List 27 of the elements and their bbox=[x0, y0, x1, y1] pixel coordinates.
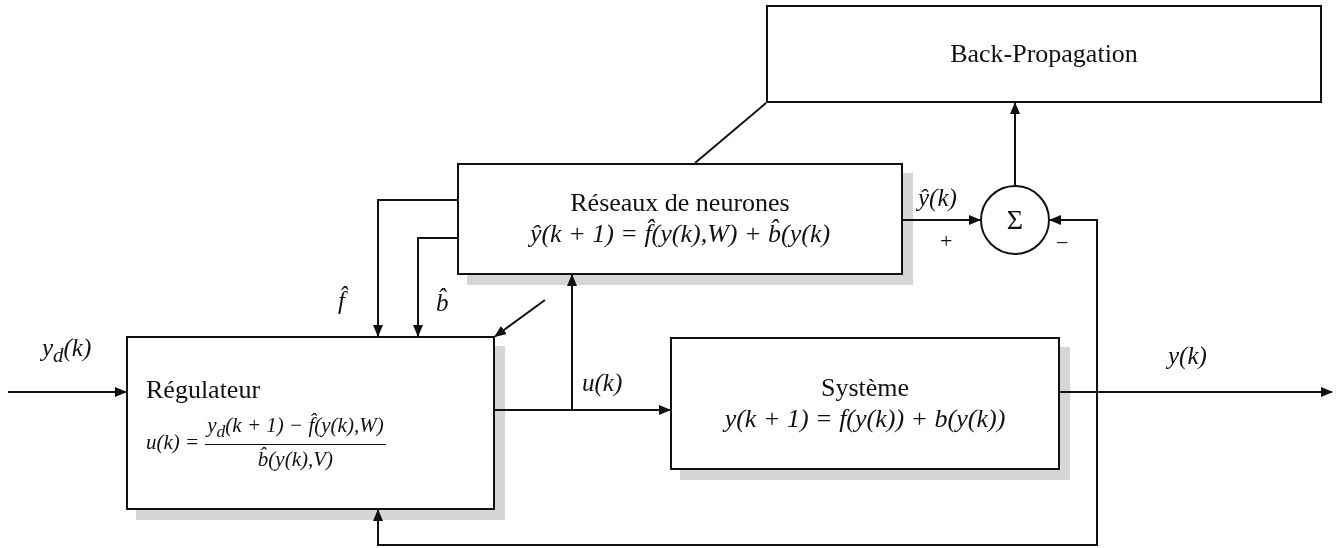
arrow bbox=[373, 199, 458, 337]
arrow bbox=[494, 299, 546, 338]
arrow bbox=[902, 215, 981, 225]
edge-label: ŷ(k) bbox=[918, 185, 957, 210]
block-title: Σ bbox=[1006, 203, 1024, 237]
edge-label: u(k) bbox=[582, 370, 623, 395]
equation-text: y(k + 1) = f(y(k)) + b(y(k)) bbox=[724, 402, 1006, 435]
arrow bbox=[1010, 102, 1020, 186]
edge-label: b̂ bbox=[436, 290, 449, 315]
block-title: Système bbox=[820, 371, 910, 403]
arrow bbox=[7, 387, 127, 397]
sign-label: + bbox=[940, 230, 953, 252]
sign-label: − bbox=[1056, 232, 1069, 254]
denominator-text: b̂(y(k),V) bbox=[257, 446, 334, 473]
arrow bbox=[413, 237, 458, 337]
edge-label: y$_{d}$(k) bbox=[42, 335, 92, 366]
block-title: Réseaux de neurones bbox=[570, 187, 790, 219]
block-title: Régulateur bbox=[146, 373, 261, 405]
block-title: Back-Propagation bbox=[950, 38, 1138, 70]
process-box bbox=[766, 5, 1322, 103]
equation-text: ŷ(k + 1) = f̂(y(k),W) + b̂(y(k) bbox=[529, 218, 831, 251]
arrow bbox=[494, 274, 577, 411]
edge-label: y(k) bbox=[1168, 343, 1207, 368]
arrow bbox=[1049, 215, 1098, 393]
numerator-text: y$_{d}$(k + 1) − f̂(y(k),W) bbox=[205, 413, 386, 446]
arrow bbox=[373, 391, 1098, 546]
equation-text: u(k) = bbox=[146, 430, 200, 456]
